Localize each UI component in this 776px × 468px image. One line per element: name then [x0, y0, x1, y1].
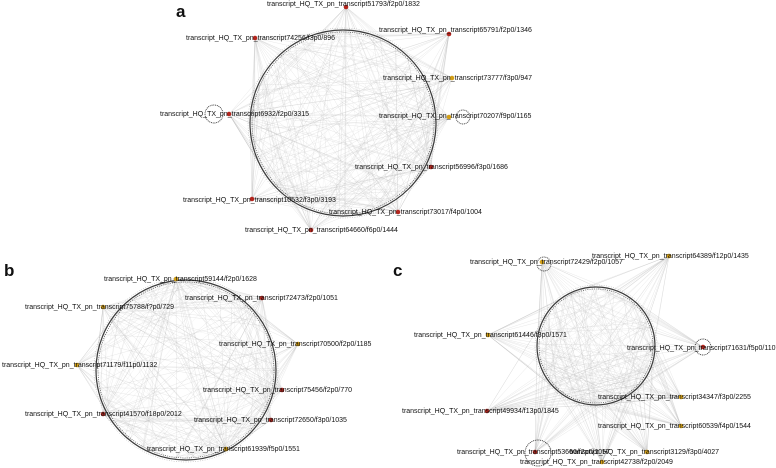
node-label-c10: transcript_HQ_TX_pn_transcript42738/f2p0… — [520, 459, 673, 466]
node-label-a7: transcript_HQ_TX_pn_transcript56996/f3p0… — [355, 164, 508, 171]
node-label-a8: transcript_HQ_TX_pn_transcript10532/f3p0… — [183, 197, 336, 204]
hub-node-b5 — [74, 362, 80, 368]
node-label-a9: transcript_HQ_TX_pn_transcript73017/f4p0… — [329, 209, 482, 216]
node-label-a4: transcript_HQ_TX_pn_transcript73777/f3p0… — [383, 75, 532, 82]
hub-node-a7 — [428, 164, 434, 170]
panel-b-hubs — [74, 276, 301, 452]
node-label-b5: transcript_HQ_TX_pn_transcript71179/f11p… — [2, 362, 157, 369]
edge-bundle-c10 — [536, 288, 656, 463]
hub-node-c1 — [539, 259, 545, 265]
hub-node-a9 — [395, 209, 401, 215]
hub-node-a3 — [446, 31, 452, 37]
node-label-b2: transcript_HQ_TX_pn_transcript72473/f2p0… — [185, 295, 338, 302]
hub-node-b1 — [173, 276, 179, 282]
main-node-ring-outer — [534, 284, 658, 408]
node-label-b8: transcript_HQ_TX_pn_transcript72650/f3p0… — [194, 417, 347, 424]
node-label-c9: transcript_HQ_TX_pn_transcript53666/f2p0… — [457, 449, 610, 456]
node-label-b7: transcript_HQ_TX_pn_transcript41570/f18p… — [25, 411, 182, 418]
network-panel-a: transcript_HQ_TX_pn_transcript51793/f2p0… — [160, 1, 532, 234]
node-label-a2: transcript_HQ_TX_pn_transcript74256/f3p0… — [186, 35, 335, 42]
edge-bundle-a7 — [250, 30, 437, 216]
small-node-ring-2 — [694, 338, 712, 356]
node-label-a10: transcript_HQ_TX_pn_transcript64660/f6p0… — [245, 227, 398, 234]
hub-node-a2 — [252, 35, 258, 41]
edge-bundle-a10 — [250, 30, 436, 231]
node-label-c7: transcript_HQ_TX_pn_transcript60539/f4p0… — [598, 423, 751, 430]
small-node-ring-1 — [204, 104, 224, 124]
node-label-c6: transcript_HQ_TX_pn_transcript34347/f3p0… — [598, 394, 751, 401]
small-node-ring-1 — [536, 256, 552, 272]
main-node-ring-inner — [97, 281, 275, 459]
hub-node-a4 — [449, 75, 455, 81]
main-node-ring — [536, 286, 656, 406]
panel-a-rings — [204, 27, 471, 219]
network-panel-c: transcript_HQ_TX_pn_transcript72429/f2p0… — [402, 253, 776, 467]
node-label-c3: transcript_HQ_TX_pn_transcript61446/f3p0… — [414, 332, 567, 339]
hub-node-c9 — [532, 449, 538, 455]
node-label-c1: transcript_HQ_TX_pn_transcript72429/f2p0… — [470, 259, 623, 266]
hub-node-c10 — [599, 459, 605, 465]
edge-bundle-c1 — [536, 261, 656, 404]
node-label-b3: transcript_HQ_TX_pn_transcript75788/f?p0… — [25, 304, 174, 311]
main-node-ring — [249, 29, 437, 217]
node-label-a1: transcript_HQ_TX_pn_transcript51793/f2p0… — [267, 1, 420, 8]
panel-c-labels: transcript_HQ_TX_pn_transcript72429/f2p0… — [402, 253, 776, 466]
node-label-a5: transcript_HQ_TX_pn_transcript6932/f2p0/… — [160, 111, 309, 118]
hub-node-a8 — [249, 196, 255, 202]
panel-c-edges — [486, 255, 704, 463]
panel-letter-a: a — [176, 2, 186, 21]
hub-node-b4 — [295, 341, 301, 347]
hub-node-b2 — [259, 295, 265, 301]
hub-node-b3 — [100, 304, 106, 310]
panel-b-edges — [76, 278, 299, 461]
small-node-ring-3 — [524, 439, 552, 467]
edge-bundle-c3 — [487, 287, 653, 403]
panel-letter-c: c — [393, 261, 402, 280]
node-label-a3: transcript_HQ_TX_pn_transcript65791/f2p0… — [379, 27, 532, 34]
panel-letter-b: b — [4, 261, 14, 280]
node-label-b4: transcript_HQ_TX_pn_transcript70500/f2p0… — [219, 341, 372, 348]
hub-node-a5 — [226, 111, 232, 117]
node-label-c4: transcript_HQ_TX_pn_transcript71631/f5p0… — [627, 345, 776, 352]
node-label-b9: transcript_HQ_TX_pn_transcript61939/f5p0… — [147, 446, 300, 453]
node-label-c8: transcript_HQ_TX_pn_transcript3129/f3p0/… — [570, 449, 719, 456]
hub-node-a6 — [446, 114, 452, 120]
panel-c-rings — [524, 256, 712, 467]
node-label-a6: transcript_HQ_TX_pn_transcript70207/f9p0… — [379, 113, 532, 120]
hub-node-c4 — [700, 344, 706, 350]
panel-c-hubs — [484, 253, 706, 465]
node-label-b1: transcript_HQ_TX_pn_transcript59144/f2p0… — [104, 276, 257, 283]
panel-a-labels: transcript_HQ_TX_pn_transcript51793/f2p0… — [160, 1, 532, 234]
main-node-ring-inner — [538, 288, 654, 404]
hub-node-a10 — [308, 227, 314, 233]
node-label-c5: transcript_HQ_TX_pn_transcript49934/f13p… — [402, 408, 559, 415]
main-node-ring-outer — [247, 27, 439, 219]
main-node-ring — [95, 279, 277, 461]
small-node-ring-2 — [455, 109, 471, 125]
network-panel-b: transcript_HQ_TX_pn_transcript59144/f2p0… — [2, 276, 372, 463]
hub-node-a1 — [343, 4, 349, 10]
hub-node-b9 — [223, 446, 229, 452]
hub-node-c6 — [678, 394, 684, 400]
hub-node-c8 — [644, 449, 650, 455]
node-label-b6: transcript_HQ_TX_pn_transcript75456/f2p0… — [203, 387, 352, 394]
hub-node-c5 — [484, 408, 490, 414]
hub-node-c7 — [678, 423, 684, 429]
panel-b-labels: transcript_HQ_TX_pn_transcript59144/f2p0… — [2, 276, 372, 453]
main-node-ring-outer — [93, 277, 279, 463]
hub-node-b6 — [279, 387, 285, 393]
node-label-c2: transcript_HQ_TX_pn_transcript64389/f12p… — [592, 253, 749, 260]
panel-a-hubs — [226, 4, 455, 233]
edge-bundle-b9 — [96, 280, 277, 460]
hub-node-b7 — [100, 411, 106, 417]
hub-node-b8 — [268, 417, 274, 423]
main-node-ring-inner — [251, 31, 435, 215]
hub-node-c3 — [485, 332, 491, 338]
hub-node-c2 — [666, 253, 672, 259]
panel-b-rings — [93, 277, 279, 463]
